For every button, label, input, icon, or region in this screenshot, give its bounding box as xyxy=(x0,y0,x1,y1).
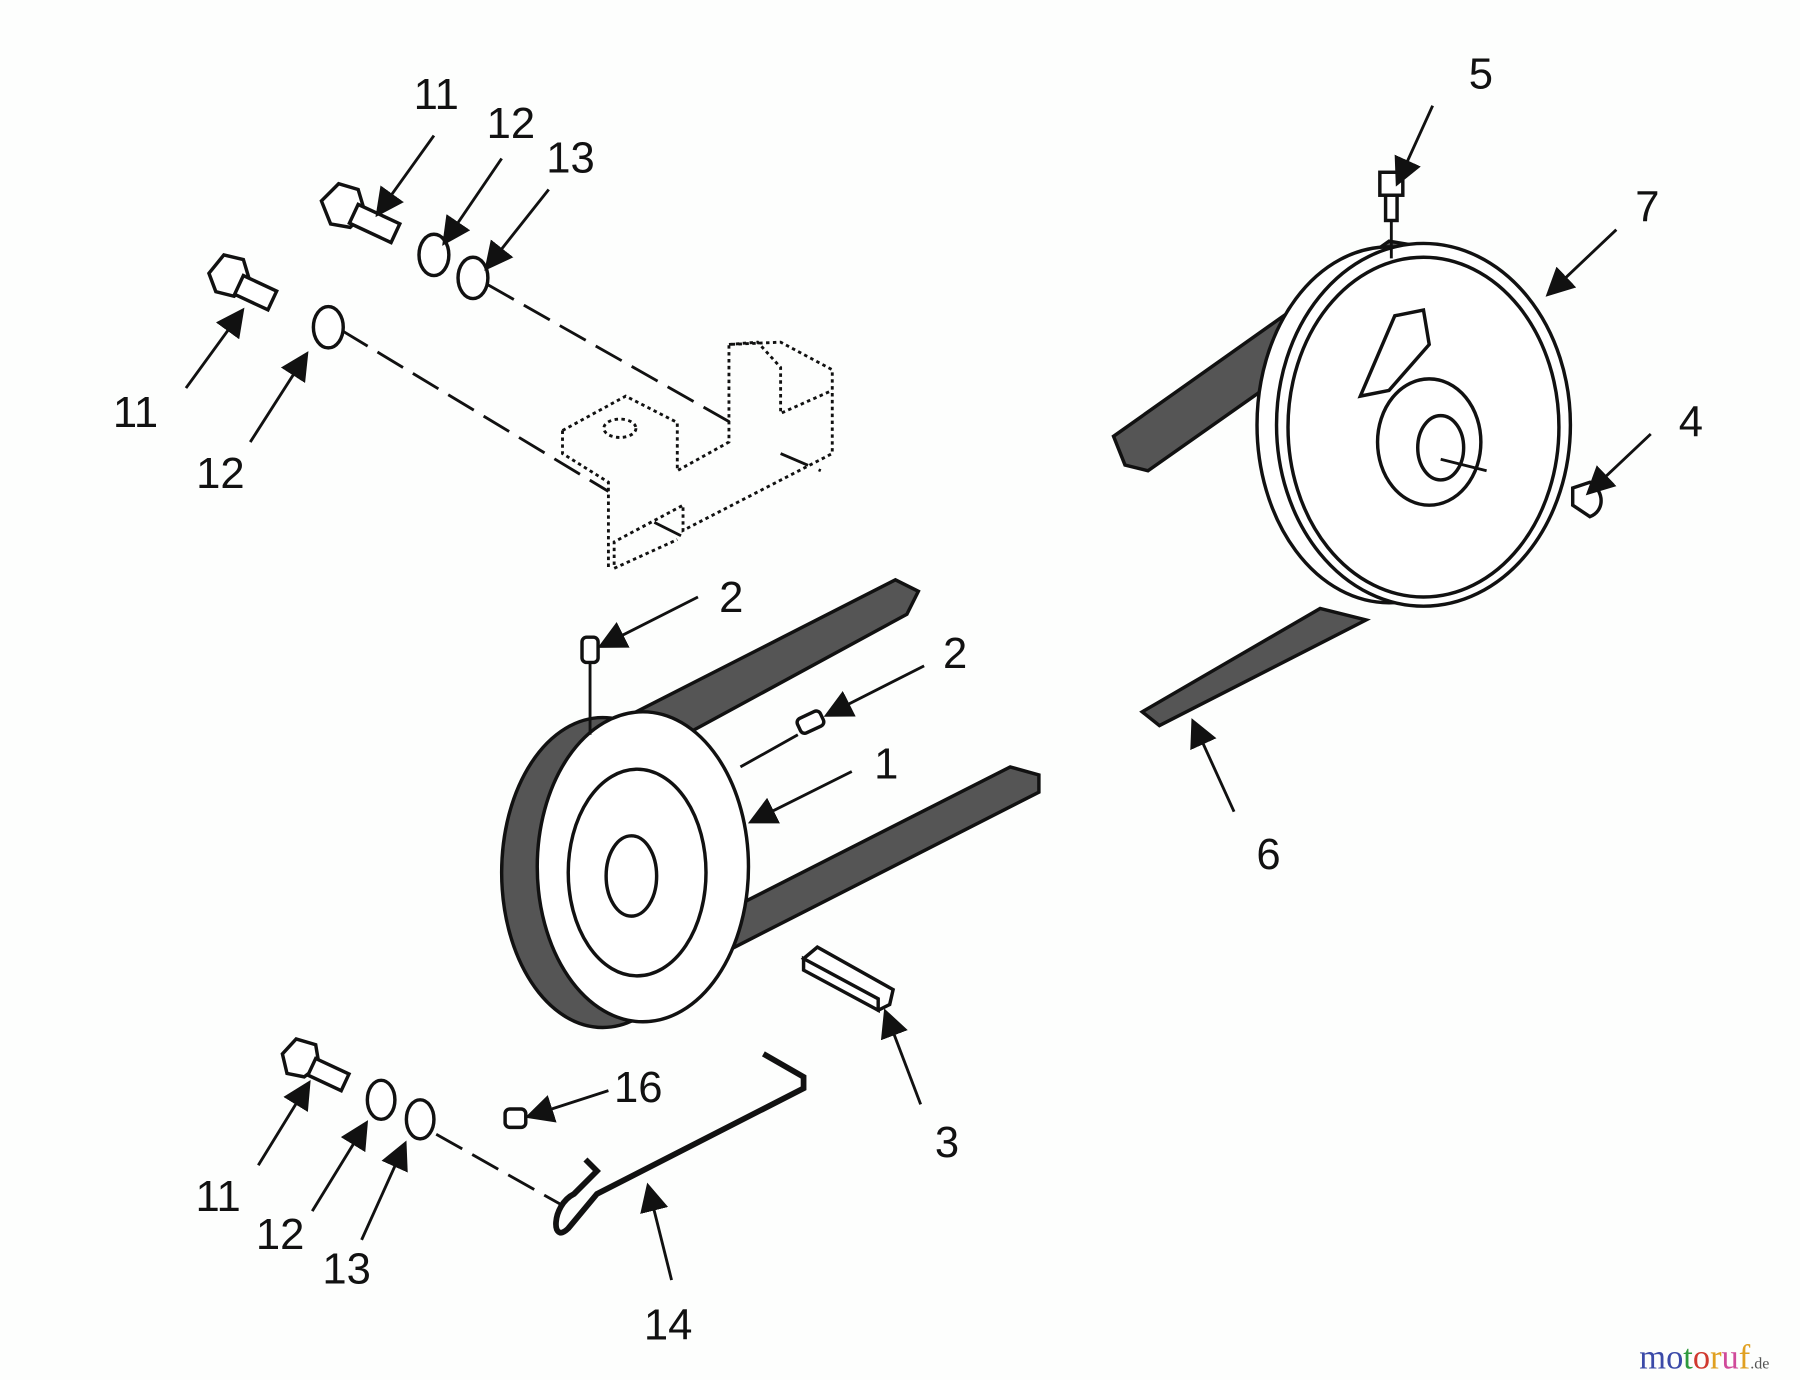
key-3 xyxy=(800,945,896,1014)
bolt-11-top xyxy=(319,181,403,245)
callout-5: 5 xyxy=(1469,50,1493,98)
callout-7: 7 xyxy=(1635,184,1659,232)
callout-14: 14 xyxy=(644,1302,693,1350)
key-4 xyxy=(1570,480,1603,519)
leaders xyxy=(184,105,1652,1281)
callout-12: 12 xyxy=(487,100,536,148)
callout-3: 3 xyxy=(935,1119,959,1167)
mounting-bracket xyxy=(561,340,834,571)
bolt-11-bottom xyxy=(280,1037,352,1093)
diagram-title: DRIVE BELT AND PULLEYS xyxy=(389,1367,1447,1380)
set-screw-2a xyxy=(580,635,600,735)
callout-13: 13 xyxy=(546,134,595,182)
callout-11: 11 xyxy=(195,1173,240,1221)
callout-4: 4 xyxy=(1679,398,1703,446)
washer-13-bottom xyxy=(404,1098,436,1141)
callout-11: 11 xyxy=(414,71,459,119)
bolt-11-left xyxy=(206,253,279,313)
callout-1: 1 xyxy=(874,740,898,788)
washer-12-left xyxy=(311,304,345,350)
callout-6: 6 xyxy=(1256,831,1280,879)
washer-12-top xyxy=(417,232,451,278)
callout-12: 12 xyxy=(256,1211,305,1259)
set-screw-2b xyxy=(739,709,826,769)
callout-2: 2 xyxy=(719,574,743,622)
clip-16 xyxy=(503,1107,528,1130)
callout-11: 11 xyxy=(113,389,158,437)
callout-2: 2 xyxy=(943,630,967,678)
callout-12: 12 xyxy=(196,450,245,498)
driven-pulley xyxy=(1111,239,1573,728)
washer-12-bottom xyxy=(365,1078,397,1122)
callout-16: 16 xyxy=(614,1064,663,1112)
drive-pulley xyxy=(499,577,1041,1030)
washer-13-top xyxy=(456,255,490,301)
callout-13: 13 xyxy=(322,1245,371,1293)
watermark-logo: motoruf.de xyxy=(1639,1338,1769,1376)
rod-14 xyxy=(553,1051,807,1236)
